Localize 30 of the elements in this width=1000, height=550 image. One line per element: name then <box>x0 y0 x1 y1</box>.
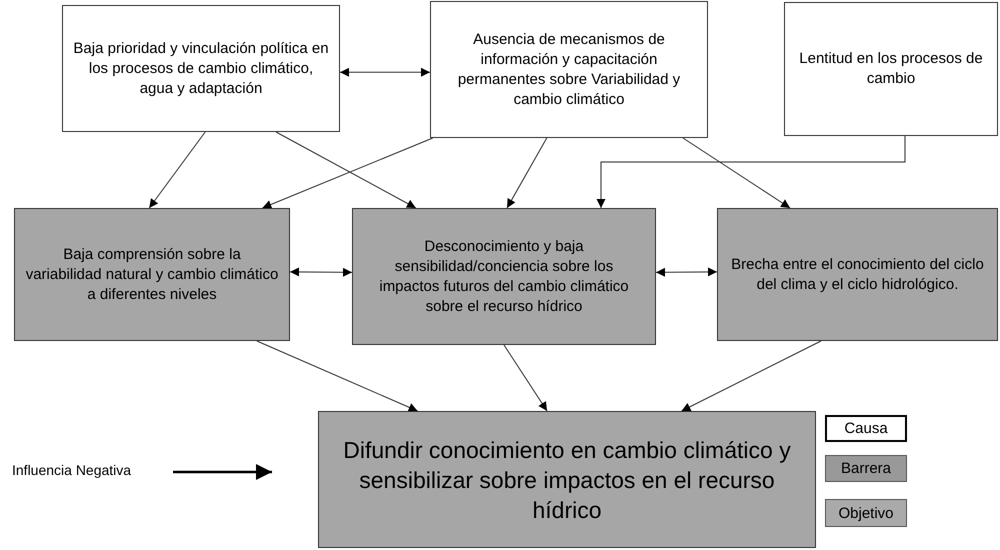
legend-label: Influencia Negativa <box>12 462 132 478</box>
arrow <box>290 267 352 277</box>
cause-box <box>430 1 708 138</box>
arrow <box>506 138 548 208</box>
node-text: Desconocimiento y baja sensibilidad/conciencia sobre los impactos futuros del cambio climático sobre el recurso hídrico <box>378 236 630 316</box>
legend-swatch: Causa <box>825 415 907 442</box>
arrow <box>256 340 418 412</box>
node-text: Lentitud en los procesos de cambio <box>798 49 984 89</box>
arrow <box>276 132 416 208</box>
cause-box <box>784 2 998 136</box>
barrier-box <box>14 208 290 341</box>
arrow <box>504 344 548 412</box>
node-text: Brecha entre el conocimiento del ciclo del clima y el ciclo hidrológico. <box>730 254 985 294</box>
node-text: Ausencia de mecanismos de información y capacitación permanentes sobre Variabilidad y cambio climático <box>456 30 682 110</box>
legend-swatch: Objetivo <box>825 499 907 527</box>
objective-box <box>318 411 816 548</box>
arrow <box>681 340 822 412</box>
arrow <box>148 132 206 208</box>
node-text: Baja prioridad y vinculación política en los procesos de cambio climático, agua y adaptación <box>73 38 329 98</box>
arrow <box>656 267 718 277</box>
barrier-box <box>352 208 656 345</box>
node-text: Baja comprensión sobre la variabilidad natural y cambio climático a diferentes niveles <box>25 244 279 304</box>
arrow <box>340 68 430 77</box>
node-text: Difundir conocimiento en cambio climático y sensibilizar sobre impactos en el recurso hídrico <box>342 436 792 524</box>
legend-swatch: Barrera <box>825 455 907 482</box>
barrier-box <box>717 208 998 341</box>
arrow <box>682 138 791 208</box>
arrow <box>262 138 434 209</box>
cause-box <box>62 5 340 132</box>
arrow <box>596 136 906 208</box>
